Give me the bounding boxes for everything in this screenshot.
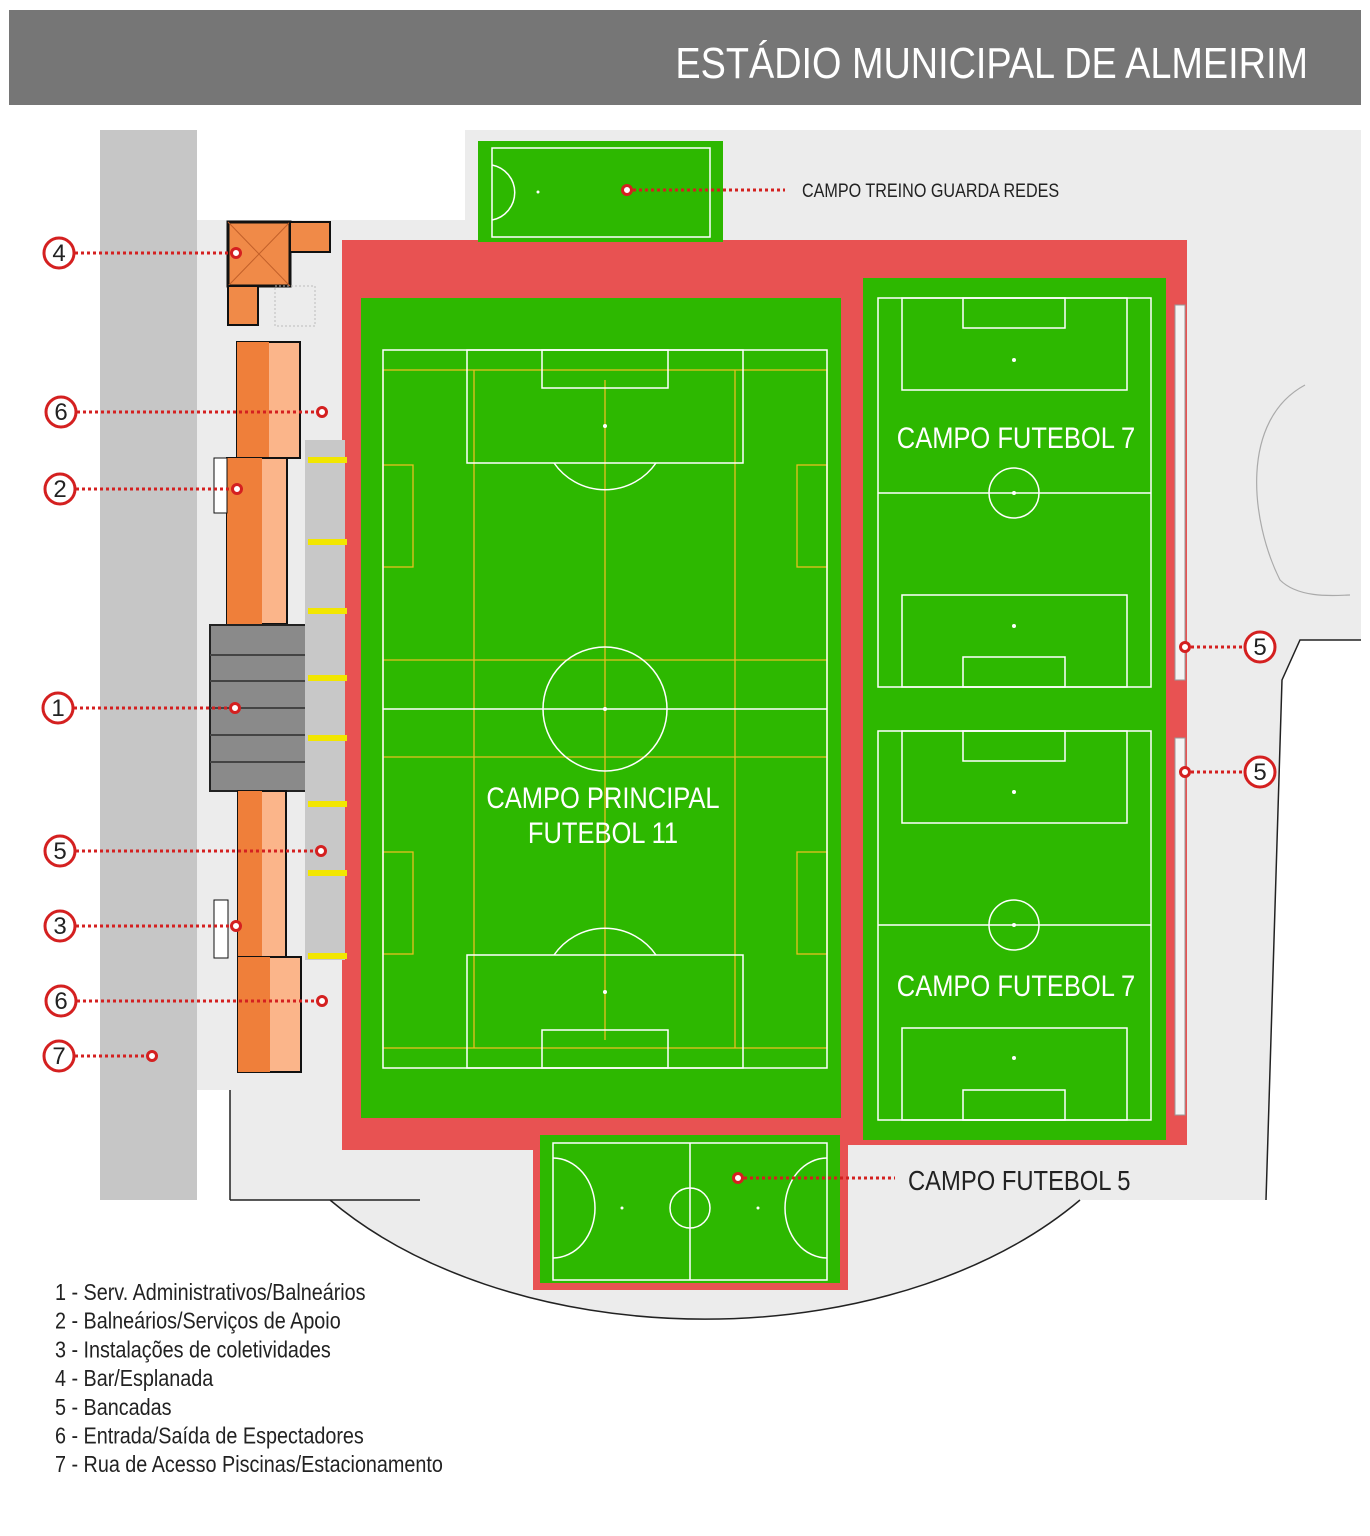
f7-grass	[863, 278, 1166, 1140]
gate-markers	[308, 457, 347, 959]
gate-marker	[308, 735, 347, 741]
callout-4: 4	[42, 236, 242, 270]
gate-marker	[308, 539, 347, 545]
gate-marker	[308, 870, 347, 876]
main-pitch: CAMPO PRINCIPAL FUTEBOL 11	[361, 298, 841, 1118]
gate-marker	[308, 675, 347, 681]
callout-6: 6	[44, 984, 328, 1018]
callout-badge	[1243, 755, 1277, 789]
gate-marker	[308, 457, 347, 463]
callout-3: 3	[43, 909, 242, 943]
f7-bottom-label: CAMPO FUTEBOL 7	[897, 969, 1135, 1002]
callout-badge	[44, 984, 78, 1018]
legend-item: 7 - Rua de Acesso Piscinas/Estacionament…	[55, 1452, 443, 1478]
gk-field-label: CAMPO TREINO GUARDA REDES	[802, 180, 1059, 202]
callout-pointer	[316, 406, 328, 418]
f5-field-label: CAMPO FUTEBOL 5	[908, 1164, 1130, 1196]
callout-number: 6	[54, 399, 67, 426]
callout-pointer	[1179, 766, 1191, 778]
callout-pointer	[1179, 641, 1191, 653]
header-bar	[9, 10, 1361, 105]
callout-pointer	[230, 247, 242, 259]
site-boundary	[229, 639, 1361, 1320]
callout-number: 5	[1253, 634, 1266, 661]
f7-field-top: CAMPO FUTEBOL 7	[877, 297, 1152, 688]
callout-1: 1	[41, 691, 241, 725]
f5-field-pointer	[732, 1172, 744, 1184]
callout-number: 3	[53, 913, 66, 940]
east-stand-2	[1174, 737, 1186, 1116]
callouts: 4 6 2 1 5 3 6 7 5 5	[41, 236, 1277, 1073]
callout-6: 6	[44, 395, 328, 429]
goalkeeper-training-field	[478, 141, 723, 242]
f5-field	[540, 1135, 840, 1283]
callout-number: 6	[54, 988, 67, 1015]
callout-5: 5	[1179, 755, 1277, 789]
callout-pointer	[231, 483, 243, 495]
callout-5: 5	[43, 834, 327, 868]
callout-7: 7	[42, 1039, 158, 1073]
callout-pointer	[230, 920, 242, 932]
callout-badge	[1243, 630, 1277, 664]
gate-marker	[308, 953, 347, 959]
main-pitch-label-line2: FUTEBOL 11	[528, 816, 678, 849]
legend-item: 2 - Balneários/Serviços de Apoio	[55, 1308, 341, 1334]
access-road	[100, 130, 197, 1200]
gk-field-pointer	[621, 184, 633, 196]
callout-badge	[43, 909, 77, 943]
legend-item: 3 - Instalações de coletividades	[55, 1337, 331, 1363]
callout-5: 5	[1179, 630, 1277, 664]
callout-badge	[42, 236, 76, 270]
legend-item: 6 - Entrada/Saída de Espectadores	[55, 1423, 364, 1449]
legend-item: 4 - Bar/Esplanada	[55, 1366, 213, 1392]
legend-item: 1 - Serv. Administrativos/Balneários	[55, 1280, 366, 1306]
gate-marker	[308, 608, 347, 614]
callout-badge	[43, 834, 77, 868]
callout-badge	[41, 691, 75, 725]
callout-badge	[43, 472, 77, 506]
callout-pointer	[316, 995, 328, 1007]
parking-curve	[1256, 384, 1351, 597]
page-title: ESTÁDIO MUNICIPAL DE ALMEIRIM	[675, 38, 1308, 87]
main-pitch-label-line1: CAMPO PRINCIPAL	[486, 781, 719, 814]
callout-number: 7	[52, 1043, 65, 1070]
gate-marker	[308, 801, 347, 807]
east-stand-1	[1174, 304, 1186, 681]
callout-number: 2	[53, 476, 66, 503]
callout-number: 1	[51, 695, 64, 722]
callout-number: 4	[52, 240, 65, 267]
callout-2: 2	[43, 472, 243, 506]
callout-pointer	[146, 1050, 158, 1062]
callout-number: 5	[53, 838, 66, 865]
callout-pointer	[229, 702, 241, 714]
callout-badge	[44, 395, 78, 429]
f7-field-bottom: CAMPO FUTEBOL 7	[877, 730, 1152, 1121]
callout-pointer	[315, 845, 327, 857]
callout-number: 5	[1253, 759, 1266, 786]
callout-badge	[42, 1039, 76, 1073]
legend-item: 5 - Bancadas	[55, 1394, 171, 1420]
f7-top-label: CAMPO FUTEBOL 7	[897, 421, 1135, 454]
